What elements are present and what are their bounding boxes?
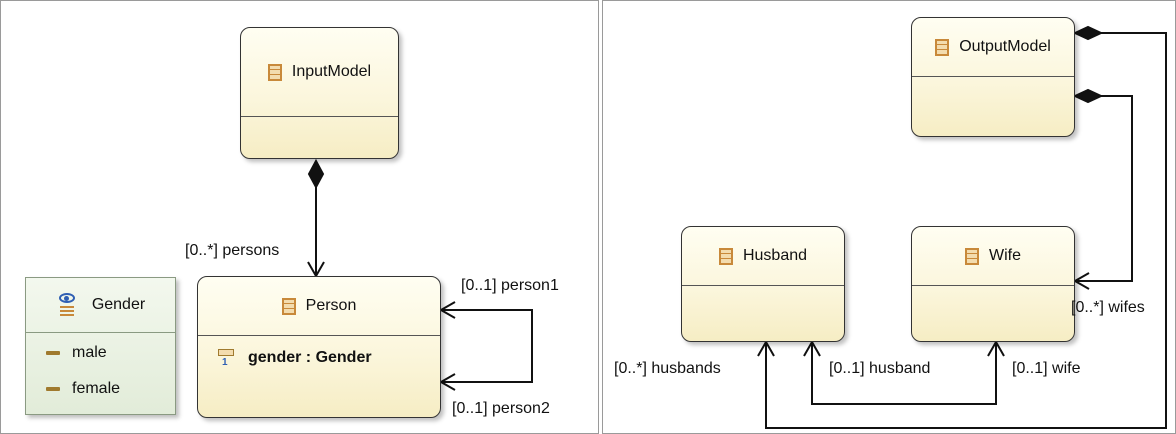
class-icon: [267, 63, 282, 81]
right-diagram-panel: [602, 0, 1176, 434]
class-outputmodel[interactable]: OutputModel: [911, 17, 1075, 137]
arrowhead-husbands: [757, 339, 775, 357]
label-husbands: [0..*] husbands: [614, 360, 721, 377]
composition-diamond: [307, 158, 325, 190]
class-wife[interactable]: Wife: [911, 226, 1075, 342]
attribute-gender[interactable]: 1 gender : Gender: [218, 349, 372, 368]
class-name: OutputModel: [959, 38, 1051, 55]
composition-persons-connector[interactable]: [307, 158, 325, 279]
composition-diamond-top: [1072, 25, 1104, 41]
literal-label: female: [72, 380, 121, 397]
class-name: Person: [305, 297, 357, 314]
literal-icon: [46, 387, 60, 391]
composition-wifes-connector[interactable]: [1072, 88, 1133, 290]
self-reference-connector[interactable]: [438, 301, 533, 391]
class-person[interactable]: Person 1 gender : Gender: [197, 276, 441, 418]
arrowhead-wife: [987, 339, 1005, 357]
class-icon: [718, 247, 733, 265]
class-icon: [935, 38, 950, 56]
multiplicity: 1: [222, 357, 228, 368]
attribute-icon: 1: [218, 349, 234, 368]
class-name: Husband: [742, 247, 808, 264]
enum-gender[interactable]: Gender male female: [25, 277, 176, 415]
label-person2: [0..1] person2: [452, 400, 550, 417]
husband-wife-connector[interactable]: [803, 339, 1005, 405]
class-husband[interactable]: Husband: [681, 226, 845, 342]
label-wifes: [0..*] wifes: [1071, 299, 1145, 316]
attribute-label: gender : Gender: [248, 349, 372, 366]
label-husband: [0..1] husband: [829, 360, 931, 377]
literal-icon: [46, 351, 60, 355]
class-name: Wife: [989, 247, 1021, 264]
class-name: InputModel: [291, 63, 372, 80]
composition-husbands-connector[interactable]: [757, 25, 1167, 429]
enum-literal-female[interactable]: female: [46, 380, 120, 398]
label-person1: [0..1] person1: [461, 277, 559, 294]
label-wife: [0..1] wife: [1012, 360, 1081, 377]
label-persons: [0..*] persons: [185, 242, 280, 259]
literal-label: male: [72, 344, 107, 361]
arrowhead-husband: [803, 339, 821, 357]
enum-literal-male[interactable]: male: [46, 344, 107, 362]
enum-name: Gender: [91, 296, 146, 313]
enumeration-icon: [56, 293, 78, 317]
arrowhead-wifes: [1072, 272, 1090, 290]
arrowhead-person2: [438, 373, 456, 391]
arrowhead-person1: [438, 301, 456, 319]
class-icon: [281, 297, 296, 315]
composition-diamond-bottom: [1072, 88, 1104, 104]
class-icon: [965, 247, 979, 265]
class-inputmodel[interactable]: InputModel: [240, 27, 399, 159]
